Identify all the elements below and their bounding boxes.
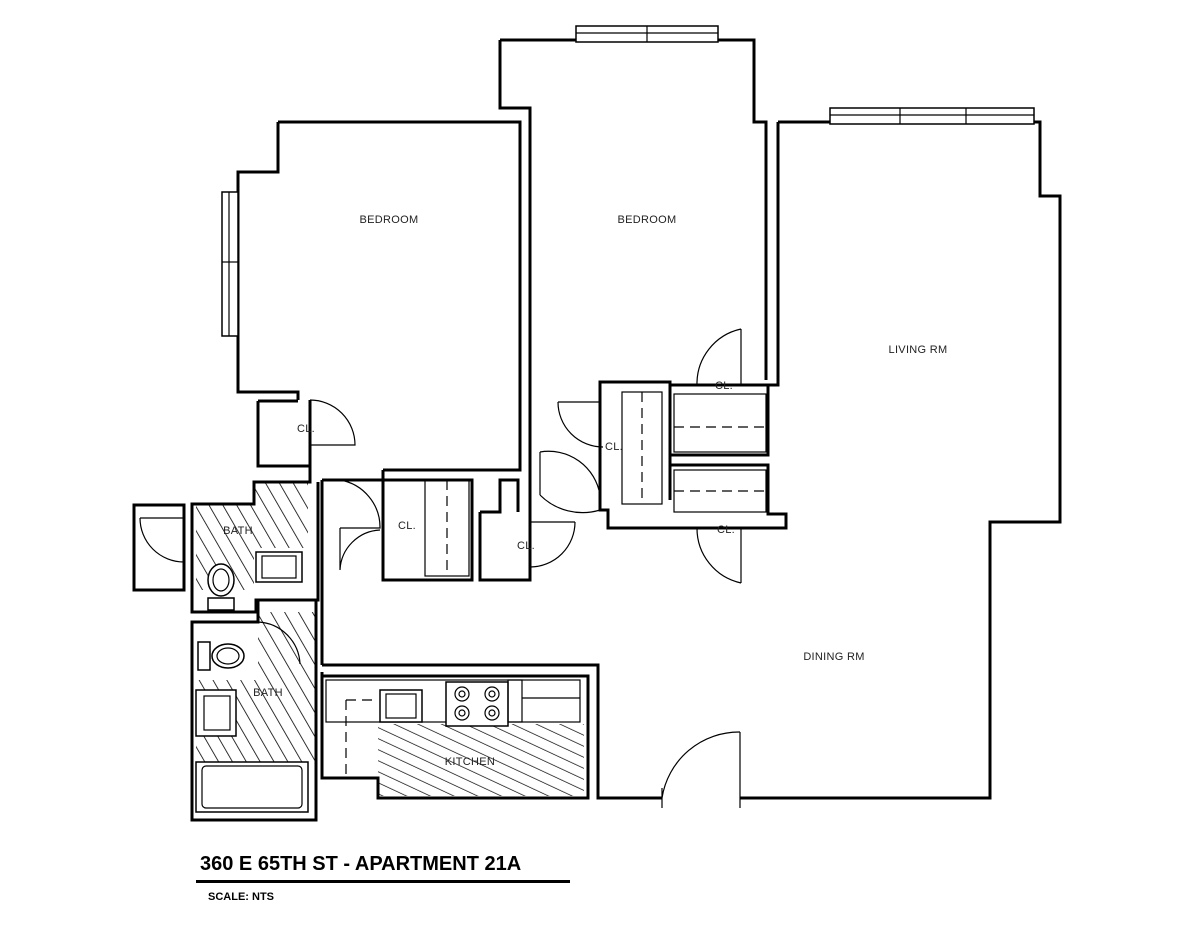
bath-upper (132, 466, 320, 614)
kitchen (320, 672, 590, 800)
title-underline (196, 880, 570, 883)
bath-lower (190, 598, 318, 822)
room-label-closet: CL. (517, 540, 535, 552)
room-label-dining: DINING RM (803, 651, 864, 663)
room-label-living: LIVING RM (889, 344, 948, 356)
room-label-kitchen: KITCHEN (445, 756, 495, 768)
living-dining (322, 107, 1062, 808)
room-label-closet: CL. (717, 524, 735, 536)
bedroom-left (221, 120, 522, 472)
room-label-closet: CL. (605, 441, 623, 453)
hall-closets (320, 470, 576, 665)
room-label-bedroom-left: BEDROOM (360, 214, 419, 226)
room-label-closet: CL. (398, 520, 416, 532)
room-label-bath-upper: BATH (223, 525, 253, 537)
room-label-bath-lower: BATH (253, 687, 283, 699)
room-label-closet: CL. (297, 423, 315, 435)
closet-left (256, 399, 356, 468)
bedroom-middle (498, 25, 768, 512)
room-label-closet: CL. (715, 380, 733, 392)
scale-note: SCALE: NTS (208, 891, 274, 903)
plan-title: 360 E 65TH ST - APARTMENT 21A (200, 853, 522, 875)
room-label-bedroom-middle: BEDROOM (618, 214, 677, 226)
closet-cluster (539, 328, 788, 584)
